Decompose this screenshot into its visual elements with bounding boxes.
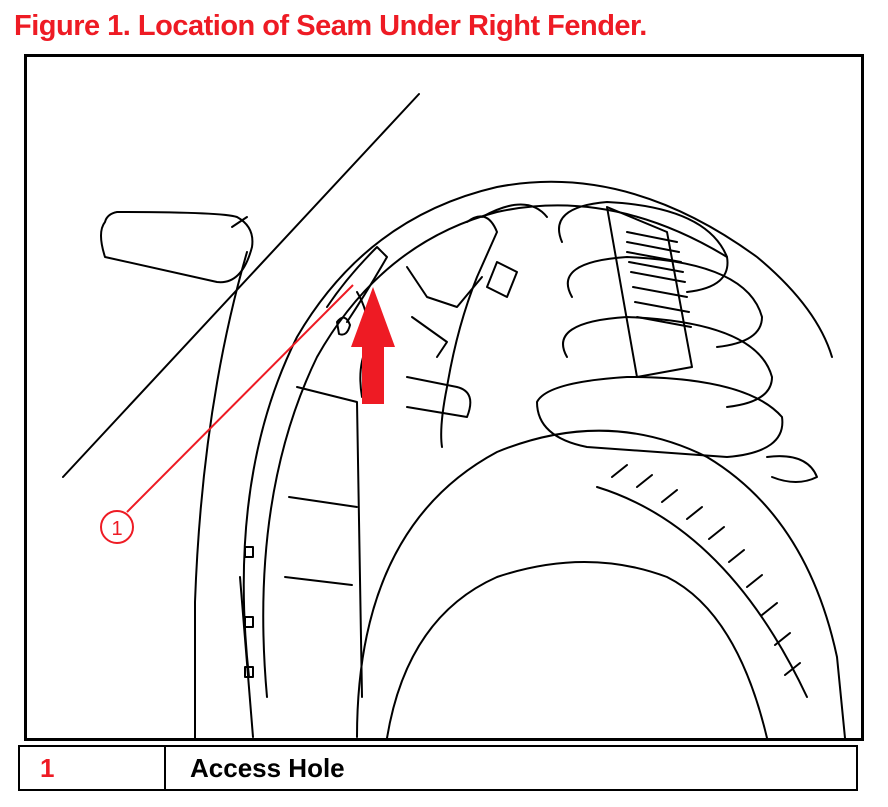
windshield-edge [62, 93, 420, 478]
coil-1 [558, 201, 729, 293]
liner-bracket-2 [406, 376, 472, 418]
coil-2 [566, 256, 763, 348]
fender-line-drawing: 1 [62, 93, 846, 738]
inner-liner-1 [296, 386, 363, 698]
inner-liner-3 [284, 576, 353, 586]
tread-marks [611, 464, 801, 676]
brake-hose [440, 215, 498, 448]
brake-hose-2 [481, 203, 548, 218]
tire-outer [356, 429, 846, 738]
callout-circle [100, 510, 134, 544]
small-bolt-2 [244, 616, 254, 628]
spring-seat [536, 376, 784, 458]
legend-number: 1 [18, 745, 166, 791]
figure-title: Figure 1. Location of Seam Under Right F… [14, 10, 647, 42]
strut-body [606, 206, 693, 378]
mirror-base [231, 216, 248, 228]
rocker-edge [239, 576, 254, 738]
legend-table: 1 Access Hole [18, 745, 858, 791]
legend-description: Access Hole [164, 745, 858, 791]
fender-illustration: 1 [24, 54, 864, 741]
coil-3 [562, 316, 773, 408]
legend-row: 1 Access Hole [18, 745, 858, 791]
fender-outer-line [194, 251, 248, 738]
small-bolt-1 [244, 546, 254, 558]
inner-liner-4 [326, 246, 388, 323]
access-hole-arrow-icon [351, 287, 395, 404]
liner-bracket-3 [411, 316, 448, 358]
liner-bracket [406, 266, 483, 308]
tire-sidewall [386, 561, 768, 738]
seam-hole [336, 316, 351, 336]
brake-hose-clip [486, 261, 518, 298]
inner-liner-2 [288, 496, 358, 508]
callout-number: 1 [111, 518, 122, 540]
strut-ridges [626, 231, 692, 328]
wheel-arch-outer [242, 180, 833, 678]
callout-leader [126, 284, 354, 513]
seat-detail [766, 455, 818, 483]
wheel-arch-inner [262, 204, 728, 698]
small-bolt-3 [244, 666, 254, 678]
tire-tread-edge [596, 486, 808, 698]
side-mirror [100, 211, 254, 284]
